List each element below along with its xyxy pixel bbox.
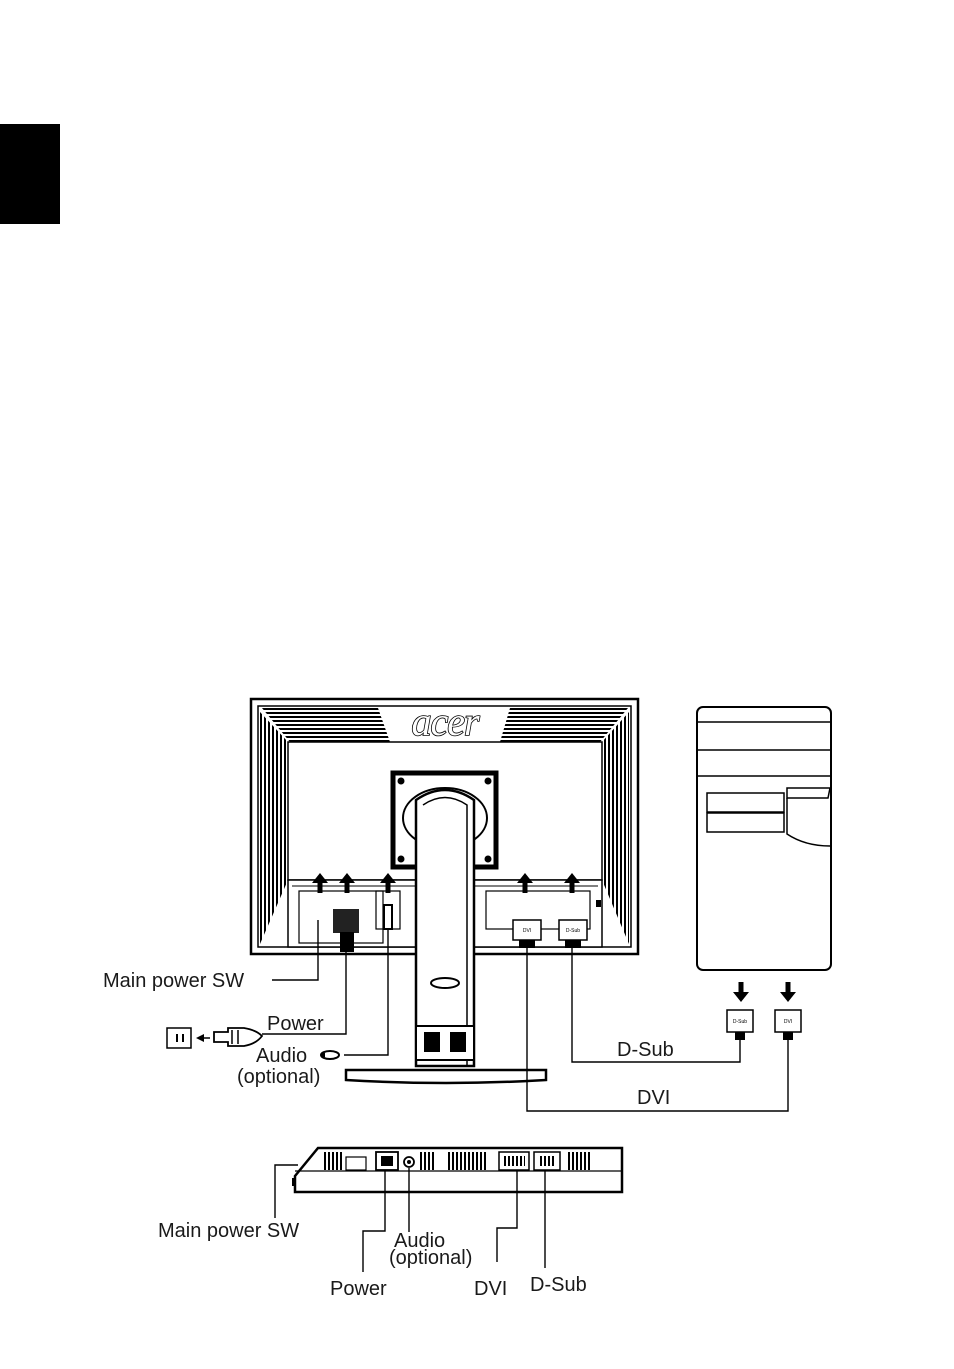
svg-text:D-Sub: D-Sub [566, 928, 580, 934]
bottom-label-power: Power [330, 1278, 387, 1300]
audio-plug [321, 1051, 339, 1059]
svg-text:DVI: DVI [784, 1019, 792, 1025]
pc-tower: D-Sub DVI [697, 707, 831, 1040]
label-main-power-sw: Main power SW [103, 970, 244, 992]
label-audio-optional: (optional) [237, 1066, 320, 1088]
label-audio: Audio [256, 1045, 307, 1067]
bottom-label-d-sub: D-Sub [530, 1274, 587, 1296]
dvi-connector-pc: DVI [775, 1010, 801, 1040]
acer-logo: acer [411, 699, 480, 744]
label-d-sub: D-Sub [617, 1039, 674, 1061]
monitor-bottom [292, 1148, 622, 1192]
power-plug [214, 1028, 262, 1046]
label-power: Power [267, 1013, 324, 1035]
label-dvi: DVI [637, 1087, 670, 1109]
svg-text:DVI: DVI [523, 928, 531, 934]
bottom-label-dvi: DVI [474, 1278, 507, 1300]
wall-outlet [167, 1028, 210, 1048]
bottom-label-audio-optional: (optional) [389, 1247, 472, 1269]
bottom-label-main-power-sw: Main power SW [158, 1220, 299, 1242]
dsub-connector-pc: D-Sub [727, 1010, 753, 1040]
svg-text:D-Sub: D-Sub [733, 1019, 747, 1025]
